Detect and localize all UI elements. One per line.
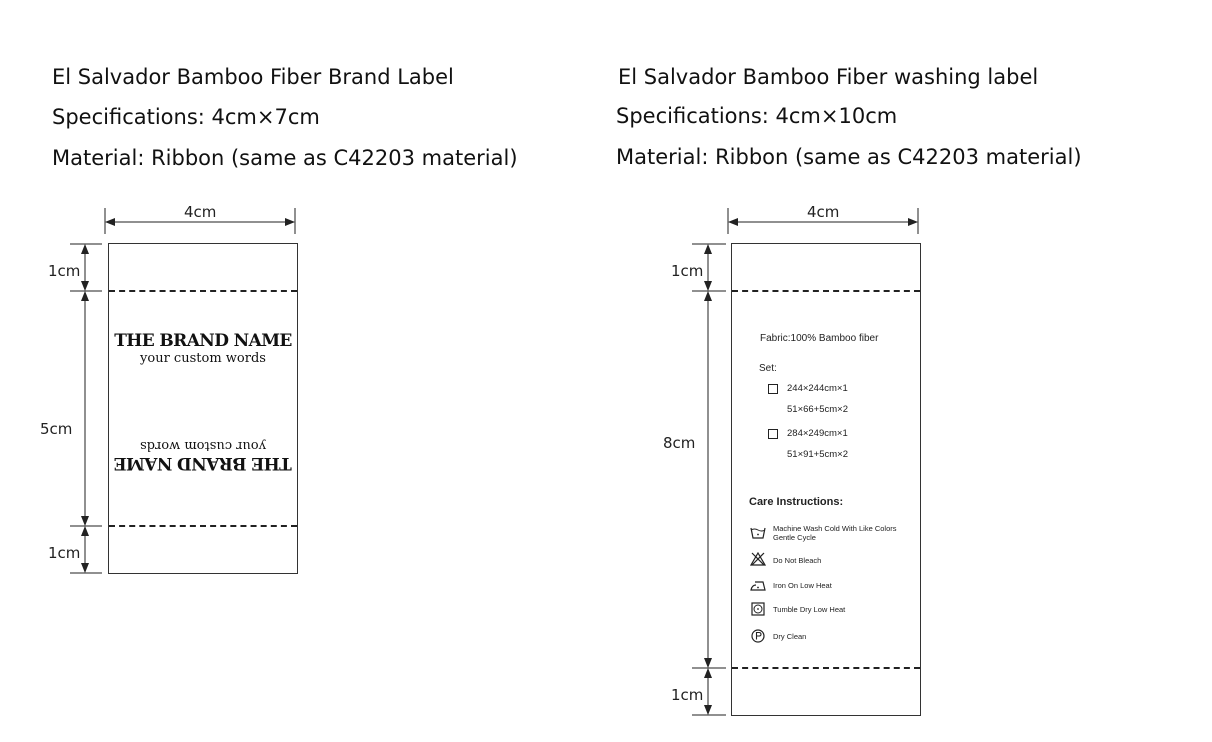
care-item-4: Tumble Dry Low Heat [773,605,846,614]
brand-name: THE BRAND NAME [114,331,292,351]
right-material: Material: Ribbon (same as C42203 materia… [616,145,1082,169]
left-material: Material: Ribbon (same as C42203 materia… [52,146,518,170]
washing-label: Fabric:100% Bamboo fiber Set: 244×244cm×… [731,243,921,716]
brand-custom-words-inverted: your custom words [140,438,266,453]
care-title: Care Instructions: [749,496,844,508]
set-item-1-line1: 244×244cm×1 [787,383,848,394]
left-title: El Salvador Bamboo Fiber Brand Label [52,65,454,89]
left-body-dim: 5cm [40,420,73,438]
care-item-2: Do Not Bleach [773,556,822,565]
care-item-1-line2: Gentle Cycle [773,533,816,542]
right-dimension-lines [692,208,919,716]
fold-line-bottom [109,525,297,527]
brand-label: THE BRAND NAME your custom words THE BRA… [108,243,298,574]
right-title: El Salvador Bamboo Fiber washing label [618,65,1039,89]
brand-custom-words: your custom words [140,351,266,366]
right-bottom-dim: 1cm [671,686,704,704]
set-checkbox-2 [768,429,778,439]
fabric-line: Fabric:100% Bamboo fiber [760,333,879,344]
iron-low-icon [750,581,766,591]
left-dimension-lines [70,208,296,574]
set-label: Set: [759,363,777,374]
care-item-1: Machine Wash Cold With Like Colors Gentl… [773,524,897,542]
set-item-2-line2: 51×91+5cm×2 [787,449,849,460]
set-item-2-line1: 284×249cm×1 [787,428,848,439]
set-item-1-line2: 51×66+5cm×2 [787,404,849,415]
care-item-1-line1: Machine Wash Cold With Like Colors [773,524,897,533]
left-spec: Specifications: 4cm×7cm [52,105,320,129]
left-top-dim: 1cm [48,262,81,280]
dry-clean-p-icon [751,629,765,643]
set-checkbox-1 [768,384,778,394]
right-top-dim: 1cm [671,262,704,280]
care-item-5: Dry Clean [773,632,807,641]
wash-tub-icon [750,527,766,539]
fold-line-bottom [732,667,920,669]
fold-line-top [732,290,920,292]
left-width-dim: 4cm [184,203,217,221]
brand-front: THE BRAND NAME your custom words [109,331,297,366]
care-item-3: Iron On Low Heat [773,581,832,590]
right-body-dim: 8cm [663,434,696,452]
tumble-dry-low-icon [751,602,765,616]
fold-line-top [109,290,297,292]
left-bottom-dim: 1cm [48,544,81,562]
no-bleach-icon [750,552,766,566]
right-spec: Specifications: 4cm×10cm [616,104,898,128]
brand-back-inverted: THE BRAND NAME your custom words [109,438,297,473]
brand-name-inverted: THE BRAND NAME [114,453,292,473]
right-width-dim: 4cm [807,203,840,221]
